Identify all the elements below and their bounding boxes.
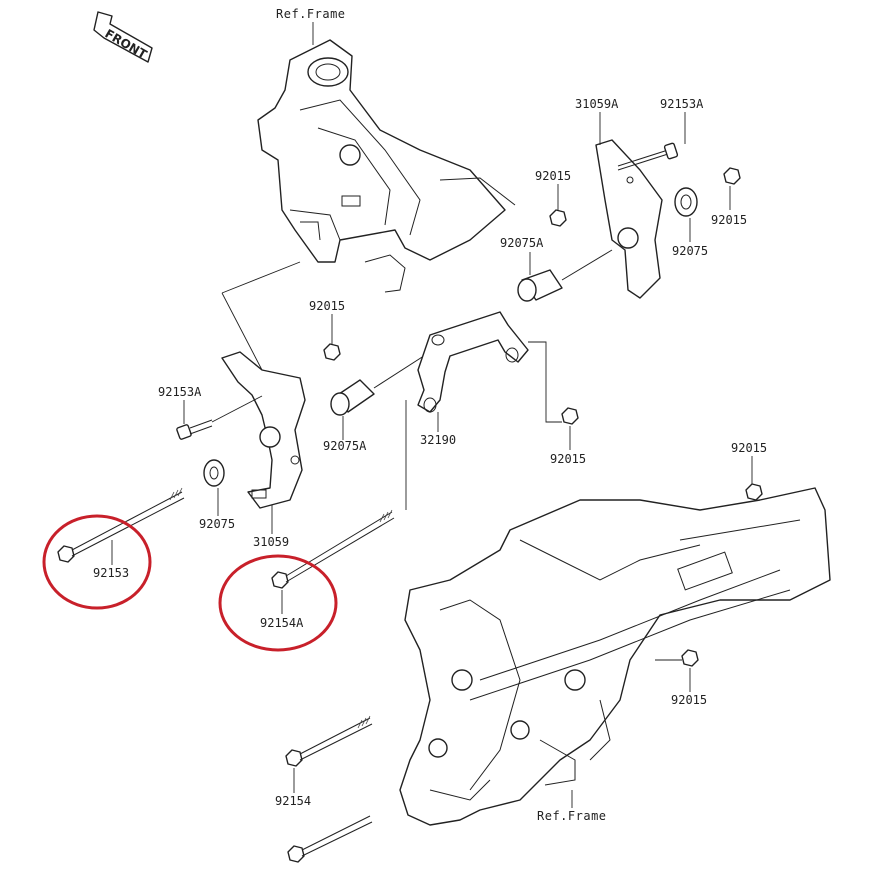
nut-92015-f	[681, 649, 699, 667]
label-92154A: 92154A	[260, 616, 304, 630]
bushing-92075A-top	[517, 249, 613, 302]
label-32190: 32190	[420, 433, 456, 447]
bolt-92154	[285, 715, 373, 767]
label-92153A-left: 92153A	[158, 385, 202, 399]
label-92075-left: 92075	[199, 517, 235, 531]
highlight-circle-92153	[42, 514, 152, 610]
label-92015-c: 92015	[309, 299, 345, 313]
bracket-31059	[221, 351, 306, 509]
bolt-92154A	[271, 509, 395, 589]
upper-frame	[257, 39, 516, 293]
bracket-31059A	[595, 139, 663, 299]
nut-92015-e	[745, 483, 763, 501]
nut-92015-a	[549, 209, 567, 227]
nut-92015-c	[323, 343, 341, 361]
bolt-92153A-left	[176, 419, 213, 440]
shaft-32190	[417, 311, 529, 413]
label-31059: 31059	[253, 535, 289, 549]
label-92075A-mid: 92075A	[323, 439, 367, 453]
lower-frame	[399, 487, 831, 826]
ref-frame-bottom-label: Ref.Frame	[537, 809, 607, 823]
highlight-circle-92154A	[218, 554, 338, 652]
bolt-lower-extra	[287, 815, 373, 863]
label-31059A: 31059A	[575, 97, 619, 111]
nut-92015-d	[561, 407, 579, 425]
label-92015-b: 92015	[711, 213, 747, 227]
label-92015-f: 92015	[671, 693, 707, 707]
label-92153A-top: 92153A	[660, 97, 704, 111]
bolt-92153A-top	[617, 142, 679, 171]
front-arrow-icon: FRONT	[93, 11, 153, 63]
label-92075A-top: 92075A	[500, 236, 544, 250]
nut-92015-b	[723, 167, 741, 185]
label-92075-top: 92075	[672, 244, 708, 258]
label-92015-a: 92015	[535, 169, 571, 183]
collar-92075-left	[203, 459, 225, 487]
ref-frame-top-label: Ref.Frame	[276, 7, 346, 21]
label-92154: 92154	[275, 794, 311, 808]
label-92153: 92153	[93, 566, 129, 580]
bushing-92075A-mid	[330, 351, 431, 416]
label-92015-e: 92015	[731, 441, 767, 455]
collar-92075-top	[674, 187, 698, 217]
label-92015-d: 92015	[550, 452, 586, 466]
bolt-92153	[57, 487, 185, 563]
